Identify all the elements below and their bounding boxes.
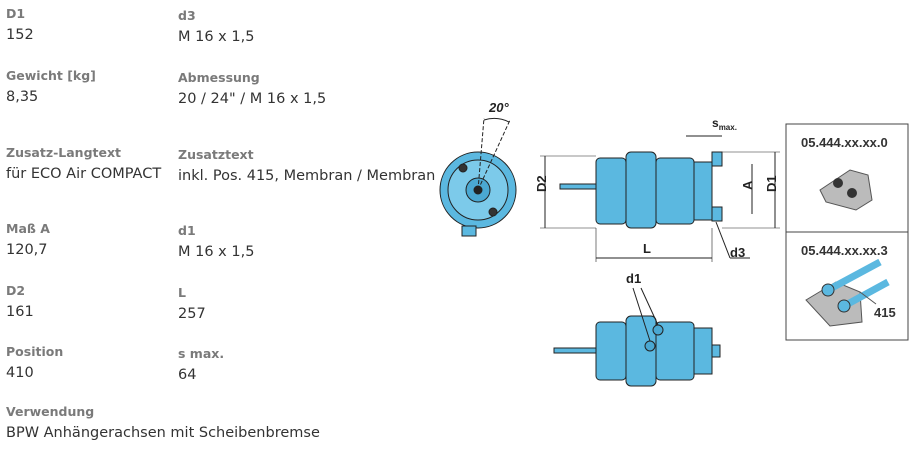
field-d3: d3 M 16 x 1,5 bbox=[178, 8, 254, 45]
field-value: inkl. Pos. 415, Membran / Membran bbox=[178, 168, 436, 184]
smax-label: smax. bbox=[712, 116, 737, 132]
angle-label: 20° bbox=[488, 100, 509, 115]
field-value: 64 bbox=[178, 367, 197, 383]
smax-main: s bbox=[712, 116, 719, 130]
field-label: Abmessung bbox=[178, 70, 260, 85]
d1-thread-label: d1 bbox=[626, 271, 641, 286]
field-label: s max. bbox=[178, 346, 225, 361]
variant-0-label: 05.444.xx.xx.0 bbox=[801, 135, 888, 150]
field-label: D2 bbox=[6, 283, 26, 298]
field-value: 8,35 bbox=[6, 89, 39, 105]
field-label: L bbox=[178, 285, 186, 300]
field-value: für ECO Air COMPACT bbox=[6, 166, 162, 182]
field-mass-a: Maß A 120,7 bbox=[6, 221, 50, 258]
field-s-max: s max. 64 bbox=[178, 346, 224, 383]
d3-dimension-label: d3 bbox=[730, 245, 745, 260]
d1-dimension-label: D1 bbox=[764, 175, 779, 192]
variant-box-3: 05.444.xx.xx.3 415 bbox=[785, 231, 909, 341]
smax-sub: max. bbox=[719, 123, 737, 132]
a-dimension-label: A bbox=[740, 180, 755, 190]
field-label: Verwendung bbox=[6, 404, 95, 419]
variant-box-0: 05.444.xx.xx.0 bbox=[785, 123, 909, 233]
field-value: M 16 x 1,5 bbox=[178, 29, 255, 45]
field-value: 161 bbox=[6, 304, 34, 320]
field-abmessung: Abmessung 20 / 24" / M 16 x 1,5 bbox=[178, 70, 326, 107]
bottom-view bbox=[553, 287, 721, 387]
l-dimension-label: L bbox=[643, 241, 651, 256]
field-zusatztext: Zusatztext inkl. Pos. 415, Membran / Memb… bbox=[178, 147, 435, 184]
variant-3-label: 05.444.xx.xx.3 bbox=[801, 243, 888, 258]
field-l: L 257 bbox=[178, 285, 206, 322]
field-d1-thread: d1 M 16 x 1,5 bbox=[178, 223, 254, 260]
field-label: D1 bbox=[6, 6, 26, 21]
front-view bbox=[439, 117, 517, 237]
field-position: Position 410 bbox=[6, 344, 63, 381]
field-label: d3 bbox=[178, 8, 196, 23]
field-label: d1 bbox=[178, 223, 196, 238]
field-gewicht: Gewicht [kg] 8,35 bbox=[6, 68, 96, 105]
field-label: Maß A bbox=[6, 221, 50, 236]
d2-dimension-label: D2 bbox=[534, 175, 549, 192]
field-value: BPW Anhängerachsen mit Scheibenbremse bbox=[6, 425, 320, 441]
field-label: Gewicht [kg] bbox=[6, 68, 96, 83]
pos-415-label: 415 bbox=[874, 305, 896, 320]
field-value: M 16 x 1,5 bbox=[178, 244, 255, 260]
field-label: Zusatztext bbox=[178, 147, 254, 162]
field-zusatz-langtext: Zusatz-Langtext für ECO Air COMPACT bbox=[6, 145, 161, 182]
field-value: 410 bbox=[6, 365, 34, 381]
side-view bbox=[540, 135, 780, 262]
field-value: 152 bbox=[6, 27, 34, 43]
field-value: 257 bbox=[178, 306, 206, 322]
field-label: Position bbox=[6, 344, 64, 359]
field-value: 20 / 24" / M 16 x 1,5 bbox=[178, 91, 327, 107]
field-value: 120,7 bbox=[6, 242, 48, 258]
field-label: Zusatz-Langtext bbox=[6, 145, 122, 160]
